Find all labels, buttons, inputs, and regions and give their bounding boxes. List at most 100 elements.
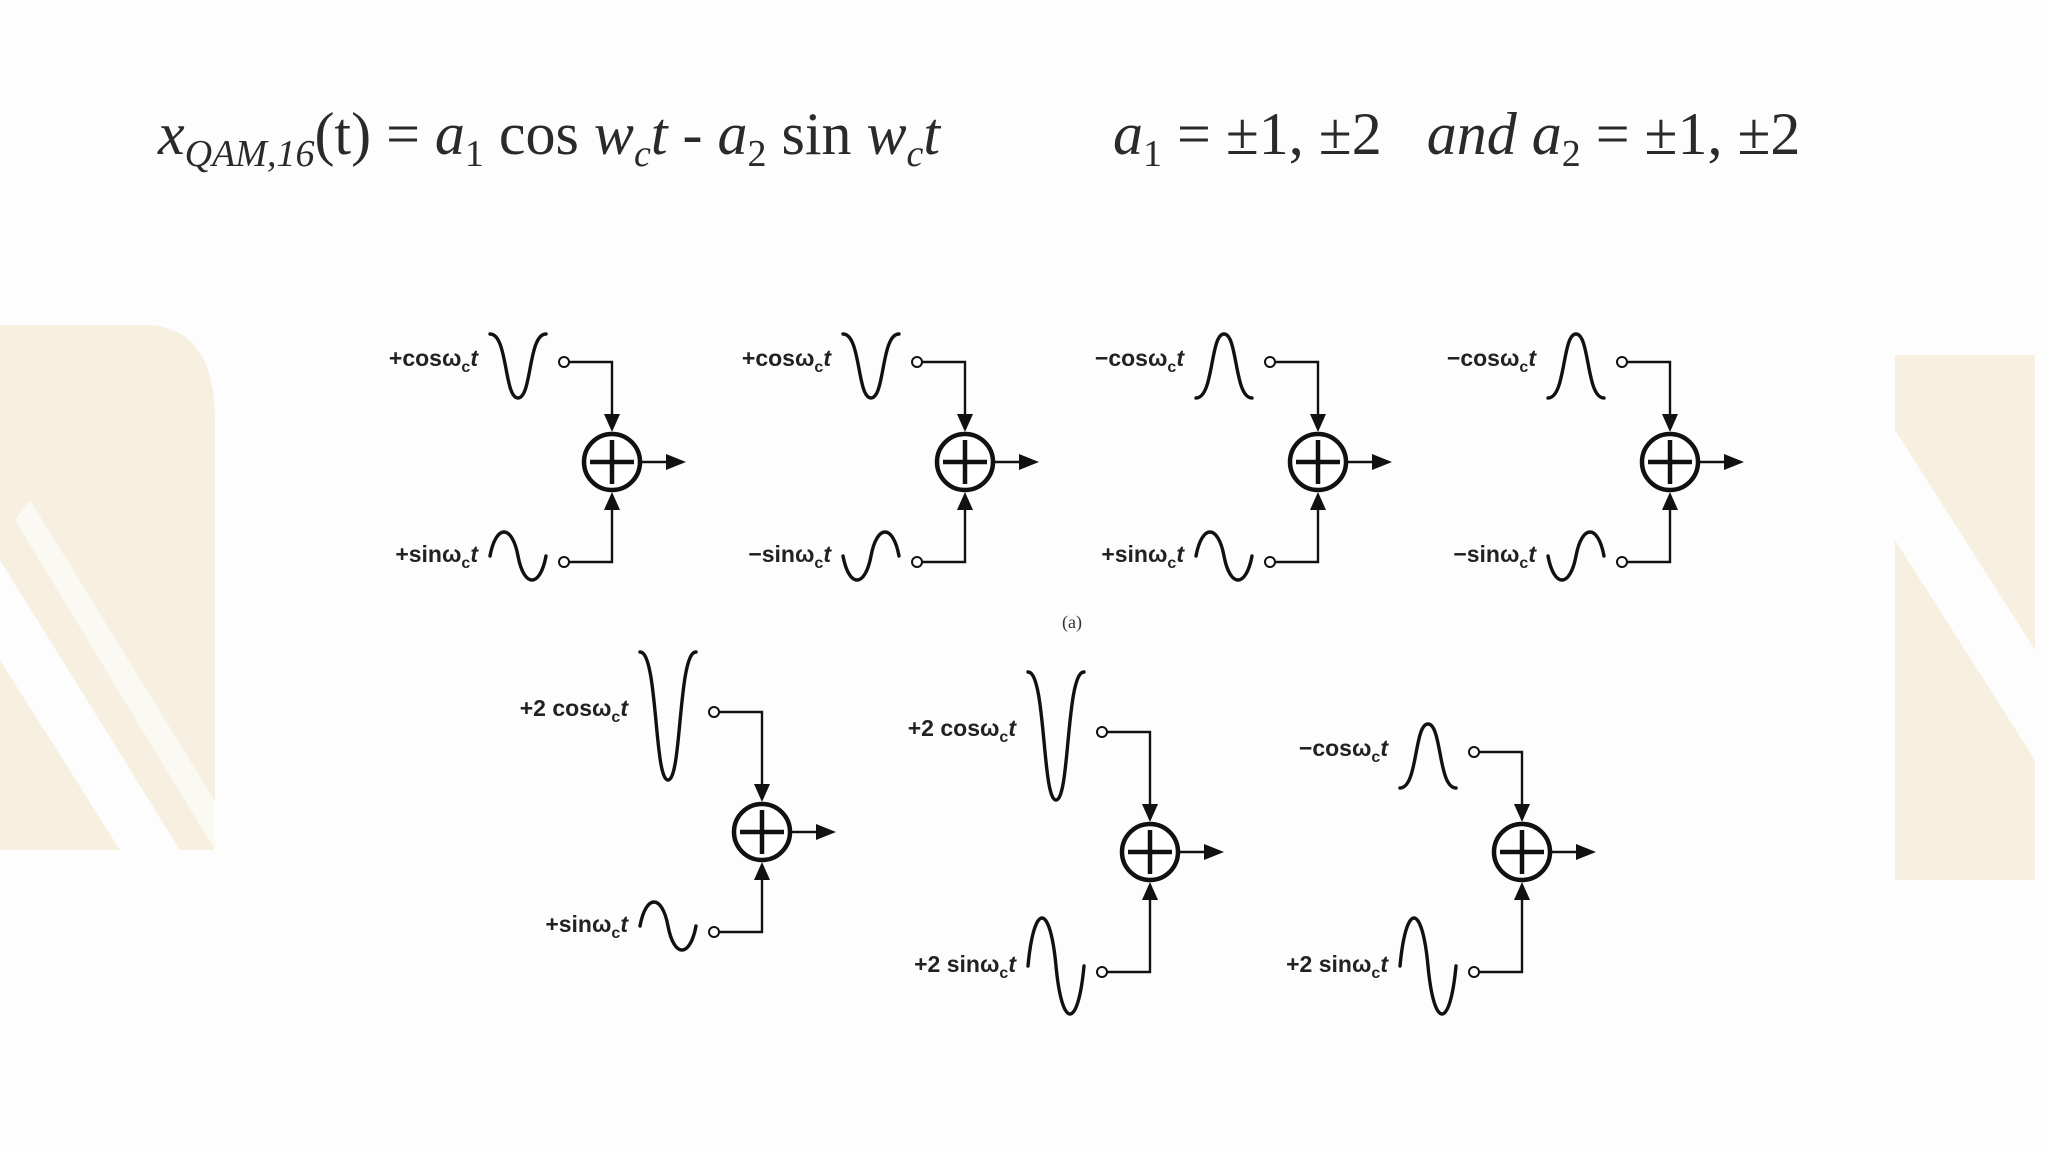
top-input-wire bbox=[569, 360, 614, 420]
bottom-input-arrow-icon bbox=[604, 492, 620, 510]
bottom-signal-label: +sinωct bbox=[1101, 541, 1185, 572]
top-waveform bbox=[488, 332, 548, 400]
top-signal-label: +2 cosωct bbox=[520, 695, 630, 726]
bottom-input-terminal bbox=[1264, 556, 1276, 568]
eq-minus: - bbox=[667, 101, 718, 167]
bottom-waveform bbox=[841, 530, 901, 582]
bottom-input-arrow-icon bbox=[957, 492, 973, 510]
output-arrow-icon bbox=[1372, 454, 1392, 470]
bottom-waveform bbox=[1194, 530, 1254, 582]
eq-x-sub: QAM,16 bbox=[184, 133, 315, 175]
bottom-signal-label: +2 sinωct bbox=[914, 951, 1017, 982]
top-input-terminal bbox=[708, 706, 720, 718]
adder-diagram-5: +2 cosωct +sinωct bbox=[520, 650, 836, 952]
eq-a1-sub: 1 bbox=[464, 133, 484, 175]
bottom-input-terminal bbox=[1616, 556, 1628, 568]
adder-diagram-3: −cosωct +sinωct bbox=[1095, 332, 1392, 582]
top-signal-label: −cosωct bbox=[1299, 735, 1389, 766]
top-input-wire bbox=[1627, 360, 1672, 420]
coefficient-equation: a1 = ±1, ±2 and a2 = ±1, ±2 bbox=[1113, 100, 1800, 176]
top-waveform bbox=[638, 650, 698, 782]
top-input-wire bbox=[1107, 730, 1152, 810]
bottom-input-terminal bbox=[911, 556, 923, 568]
bottom-input-wire bbox=[1479, 894, 1524, 974]
top-input-terminal bbox=[1264, 356, 1276, 368]
adder-diagram-2: +cosωct −sinωct bbox=[742, 332, 1039, 582]
top-input-wire bbox=[1479, 750, 1524, 810]
bottom-signal-label: +sinωct bbox=[545, 911, 629, 942]
eq-r-a1: a bbox=[1113, 101, 1143, 167]
eq-w1-sub: c bbox=[633, 133, 651, 175]
eq-r-and: and bbox=[1426, 101, 1517, 167]
eq-t2: t bbox=[923, 101, 941, 167]
eq-a1: a bbox=[434, 101, 465, 167]
top-input-arrow-icon bbox=[1514, 804, 1530, 822]
bottom-input-arrow-icon bbox=[1310, 492, 1326, 510]
top-input-arrow-icon bbox=[1310, 414, 1326, 432]
eq-r-a2: a bbox=[1531, 101, 1562, 167]
bottom-waveform bbox=[1026, 916, 1086, 1016]
bottom-input-wire bbox=[1107, 894, 1152, 974]
top-signal-label: +cosωct bbox=[742, 345, 832, 376]
qam16-equation: xQAM,16(t) = a1 cos wct - a2 sin wct bbox=[158, 100, 940, 176]
output-arrow-icon bbox=[1019, 454, 1039, 470]
top-signal-label: −cosωct bbox=[1447, 345, 1537, 376]
top-signal-label: −cosωct bbox=[1095, 345, 1185, 376]
output-arrow-icon bbox=[666, 454, 686, 470]
eq-w2: w bbox=[866, 101, 907, 167]
bottom-input-arrow-icon bbox=[1662, 492, 1678, 510]
adder-diagrams: +cosωct+sinωct +cosωct −sinωct −cosωct +sinω… bbox=[389, 332, 1744, 1016]
output-arrow-icon bbox=[1204, 844, 1224, 860]
eq-x: x bbox=[158, 101, 185, 167]
eq-sin: sin bbox=[766, 101, 867, 167]
top-input-arrow-icon bbox=[754, 784, 770, 802]
top-waveform bbox=[1546, 332, 1606, 400]
eq-w1: w bbox=[593, 101, 634, 167]
eq-r-val1: = ±1, ±2 bbox=[1162, 101, 1382, 167]
top-input-terminal bbox=[1096, 726, 1108, 738]
top-waveform bbox=[1194, 332, 1254, 400]
figure-caption-a: (a) bbox=[1062, 612, 1082, 633]
bottom-input-wire bbox=[569, 504, 614, 564]
bottom-signal-label: +sinωct bbox=[395, 541, 479, 572]
output-arrow-icon bbox=[1724, 454, 1744, 470]
eq-a2: a bbox=[717, 101, 748, 167]
bottom-signal-label: −sinωct bbox=[1453, 541, 1537, 572]
bottom-signal-label: +2 sinωct bbox=[1286, 951, 1389, 982]
top-input-terminal bbox=[911, 356, 923, 368]
adder-diagram-1: +cosωct+sinωct bbox=[389, 332, 686, 582]
top-input-arrow-icon bbox=[957, 414, 973, 432]
top-waveform bbox=[1398, 722, 1458, 790]
bottom-input-terminal bbox=[558, 556, 570, 568]
bottom-waveform bbox=[488, 530, 548, 582]
bottom-input-arrow-icon bbox=[1514, 882, 1530, 900]
watermark-right bbox=[1895, 355, 2035, 880]
bottom-signal-label: −sinωct bbox=[748, 541, 832, 572]
eq-cos: cos bbox=[483, 101, 594, 167]
top-input-arrow-icon bbox=[1142, 804, 1158, 822]
output-arrow-icon bbox=[816, 824, 836, 840]
bottom-input-wire bbox=[1627, 504, 1672, 564]
output-arrow-icon bbox=[1576, 844, 1596, 860]
eq-r-a2-sub: 2 bbox=[1561, 133, 1581, 175]
adder-diagram-7: −cosωct +2 sinωct bbox=[1286, 722, 1596, 1016]
top-waveform bbox=[1026, 670, 1086, 802]
watermark-left bbox=[0, 325, 245, 850]
top-signal-label: +2 cosωct bbox=[908, 715, 1018, 746]
eq-r-a1-sub: 1 bbox=[1143, 133, 1162, 175]
top-input-wire bbox=[1275, 360, 1320, 420]
top-input-arrow-icon bbox=[1662, 414, 1678, 432]
top-waveform bbox=[841, 332, 901, 400]
bottom-input-terminal bbox=[1096, 966, 1108, 978]
eq-a2-sub: 2 bbox=[747, 133, 767, 175]
eq-t1: t bbox=[650, 101, 668, 167]
bottom-input-wire bbox=[1275, 504, 1320, 564]
bottom-waveform bbox=[638, 900, 698, 952]
bottom-input-wire bbox=[719, 874, 764, 934]
eq-r-val2: = ±1, ±2 bbox=[1580, 101, 1801, 167]
bottom-input-wire bbox=[922, 504, 967, 564]
bottom-waveform bbox=[1398, 916, 1458, 1016]
bottom-input-arrow-icon bbox=[754, 862, 770, 880]
top-input-arrow-icon bbox=[604, 414, 620, 432]
